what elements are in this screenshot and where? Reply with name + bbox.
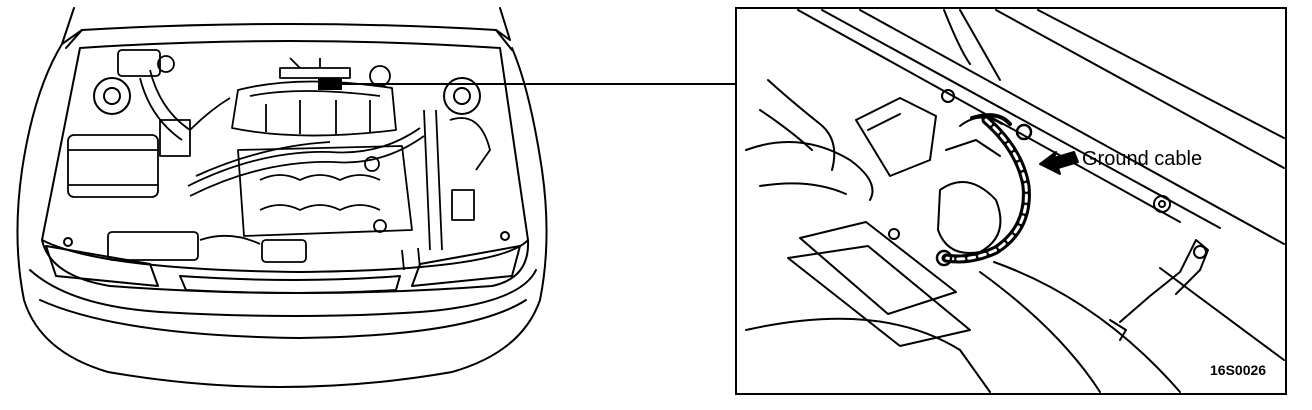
open-hood — [61, 7, 511, 45]
engine-assembly — [67, 49, 491, 271]
engine-bay-outline — [41, 40, 529, 273]
headlight-left — [45, 245, 159, 287]
ground-bolt-bottom — [935, 249, 953, 267]
figure-code: 16S0026 — [1210, 362, 1266, 378]
headlight-right — [411, 245, 521, 287]
callout-arrow — [1039, 151, 1079, 175]
car-front-view — [16, 7, 548, 388]
intake-manifold — [231, 80, 397, 137]
ground-location-marker — [318, 78, 342, 90]
ground-cable-label: Ground cable — [1082, 148, 1202, 170]
detail-inset-frame — [735, 7, 1287, 395]
car-body-outline — [16, 43, 548, 388]
cylinder-head — [237, 145, 413, 237]
ground-bolt-top — [1015, 123, 1033, 141]
ground-cable — [935, 113, 1033, 267]
grille — [179, 275, 401, 294]
component-box — [799, 221, 957, 315]
